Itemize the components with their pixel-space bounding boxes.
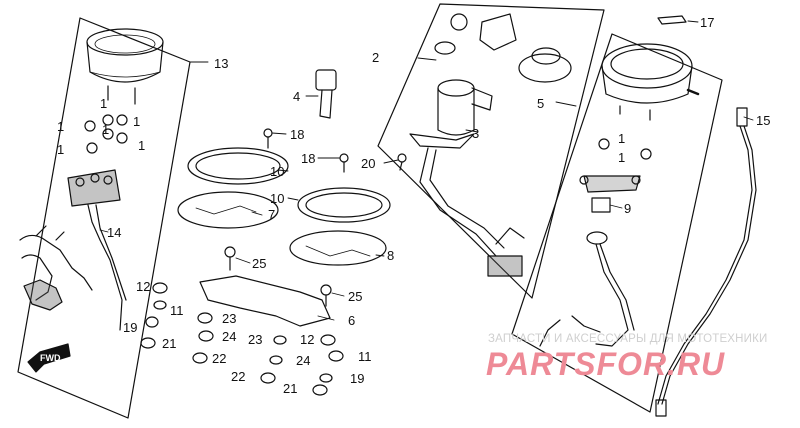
- speedometer-housing: [601, 43, 700, 121]
- callout-1c: 1: [133, 114, 140, 129]
- callout-9: 9: [624, 201, 631, 216]
- callout-1g: 1: [618, 131, 625, 146]
- speedometer-assembly-frame: [511, 33, 723, 413]
- meter-case-8: [289, 230, 387, 266]
- callout-12a: 12: [136, 279, 150, 294]
- callout-21b: 21: [283, 381, 297, 396]
- callout-21a: 21: [162, 336, 176, 351]
- leader-lines: [99, 20, 754, 321]
- speedometer-cable-15: [655, 107, 757, 417]
- bolt-25a: [224, 246, 236, 271]
- callout-1f: 1: [102, 122, 109, 137]
- callout-19b: 19: [350, 371, 364, 386]
- callout-2: 2: [372, 50, 379, 65]
- callout-10a: 10: [270, 164, 284, 179]
- callout-20: 20: [361, 156, 375, 171]
- callout-18b: 18: [301, 151, 315, 166]
- callout-24a: 24: [222, 329, 236, 344]
- callout-4: 4: [293, 89, 300, 104]
- callout-6: 6: [348, 313, 355, 328]
- ignition-key: [315, 69, 337, 119]
- callout-1h: 1: [618, 150, 625, 165]
- callout-19a: 19: [123, 320, 137, 335]
- lens-gasket-10b: [297, 187, 391, 223]
- callout-11b: 11: [358, 349, 372, 364]
- callout-labels: 13 1 1 1 1 1 1 14 12 11 19 21 2 4 3 18 1…: [57, 15, 770, 396]
- tachometer-housing: [86, 28, 164, 105]
- screw-20: [397, 153, 407, 171]
- callout-11a: 11: [170, 303, 184, 318]
- bolt-25b: [320, 284, 332, 307]
- lens-gasket-10a: [187, 147, 289, 185]
- speedometer-clip-17: [657, 15, 687, 25]
- screw-18b: [339, 153, 349, 173]
- watermark-tagline: ЗАПЧАСТИ И АКСЕССУАРЫ ДЛЯ МОТОТЕХНИКИ: [488, 333, 768, 345]
- callout-8: 8: [387, 248, 394, 263]
- callout-23b: 23: [248, 332, 262, 347]
- callout-25a: 25: [252, 256, 266, 271]
- callout-10b: 10: [270, 191, 284, 206]
- wire-harness-14: [19, 225, 93, 311]
- callout-22b: 22: [231, 369, 245, 384]
- callout-1e: 1: [138, 138, 145, 153]
- ignition-cable: [419, 147, 525, 277]
- callout-18a: 18: [290, 127, 304, 142]
- switch-cover-parts: [434, 13, 572, 83]
- callout-17: 17: [700, 15, 714, 30]
- meter-case-7: [177, 191, 279, 229]
- indicator-bulbs-right: [598, 138, 652, 160]
- callout-22a: 22: [212, 351, 226, 366]
- callout-23a: 23: [222, 311, 236, 326]
- callout-7: 7: [268, 207, 275, 222]
- callout-1b: 1: [57, 119, 64, 134]
- callout-3: 3: [472, 126, 479, 141]
- ignition-switch-frame: [377, 3, 605, 299]
- callout-14: 14: [107, 225, 121, 240]
- callout-15: 15: [756, 113, 770, 128]
- rubber-grommets: [140, 282, 344, 396]
- screw-18a: [263, 128, 273, 149]
- mounting-bracket-6: [199, 275, 331, 327]
- callout-1a: 1: [100, 96, 107, 111]
- ignition-switch-3: [409, 79, 493, 149]
- callout-25b: 25: [348, 289, 362, 304]
- fwd-label: FWD: [40, 353, 61, 363]
- callout-12b: 12: [300, 332, 314, 347]
- fwd-direction-arrow: FWD: [27, 343, 71, 373]
- indicator-bulbs-left: [84, 114, 128, 154]
- callout-13: 13: [214, 56, 228, 71]
- bulb-socket-harness-right: [539, 175, 641, 347]
- watermark-brand: PARTSFOR.RU: [486, 346, 726, 382]
- callout-1d: 1: [57, 142, 64, 157]
- callout-5: 5: [537, 96, 544, 111]
- callout-24b: 24: [296, 353, 310, 368]
- bulb-socket-harness-left: [67, 169, 127, 331]
